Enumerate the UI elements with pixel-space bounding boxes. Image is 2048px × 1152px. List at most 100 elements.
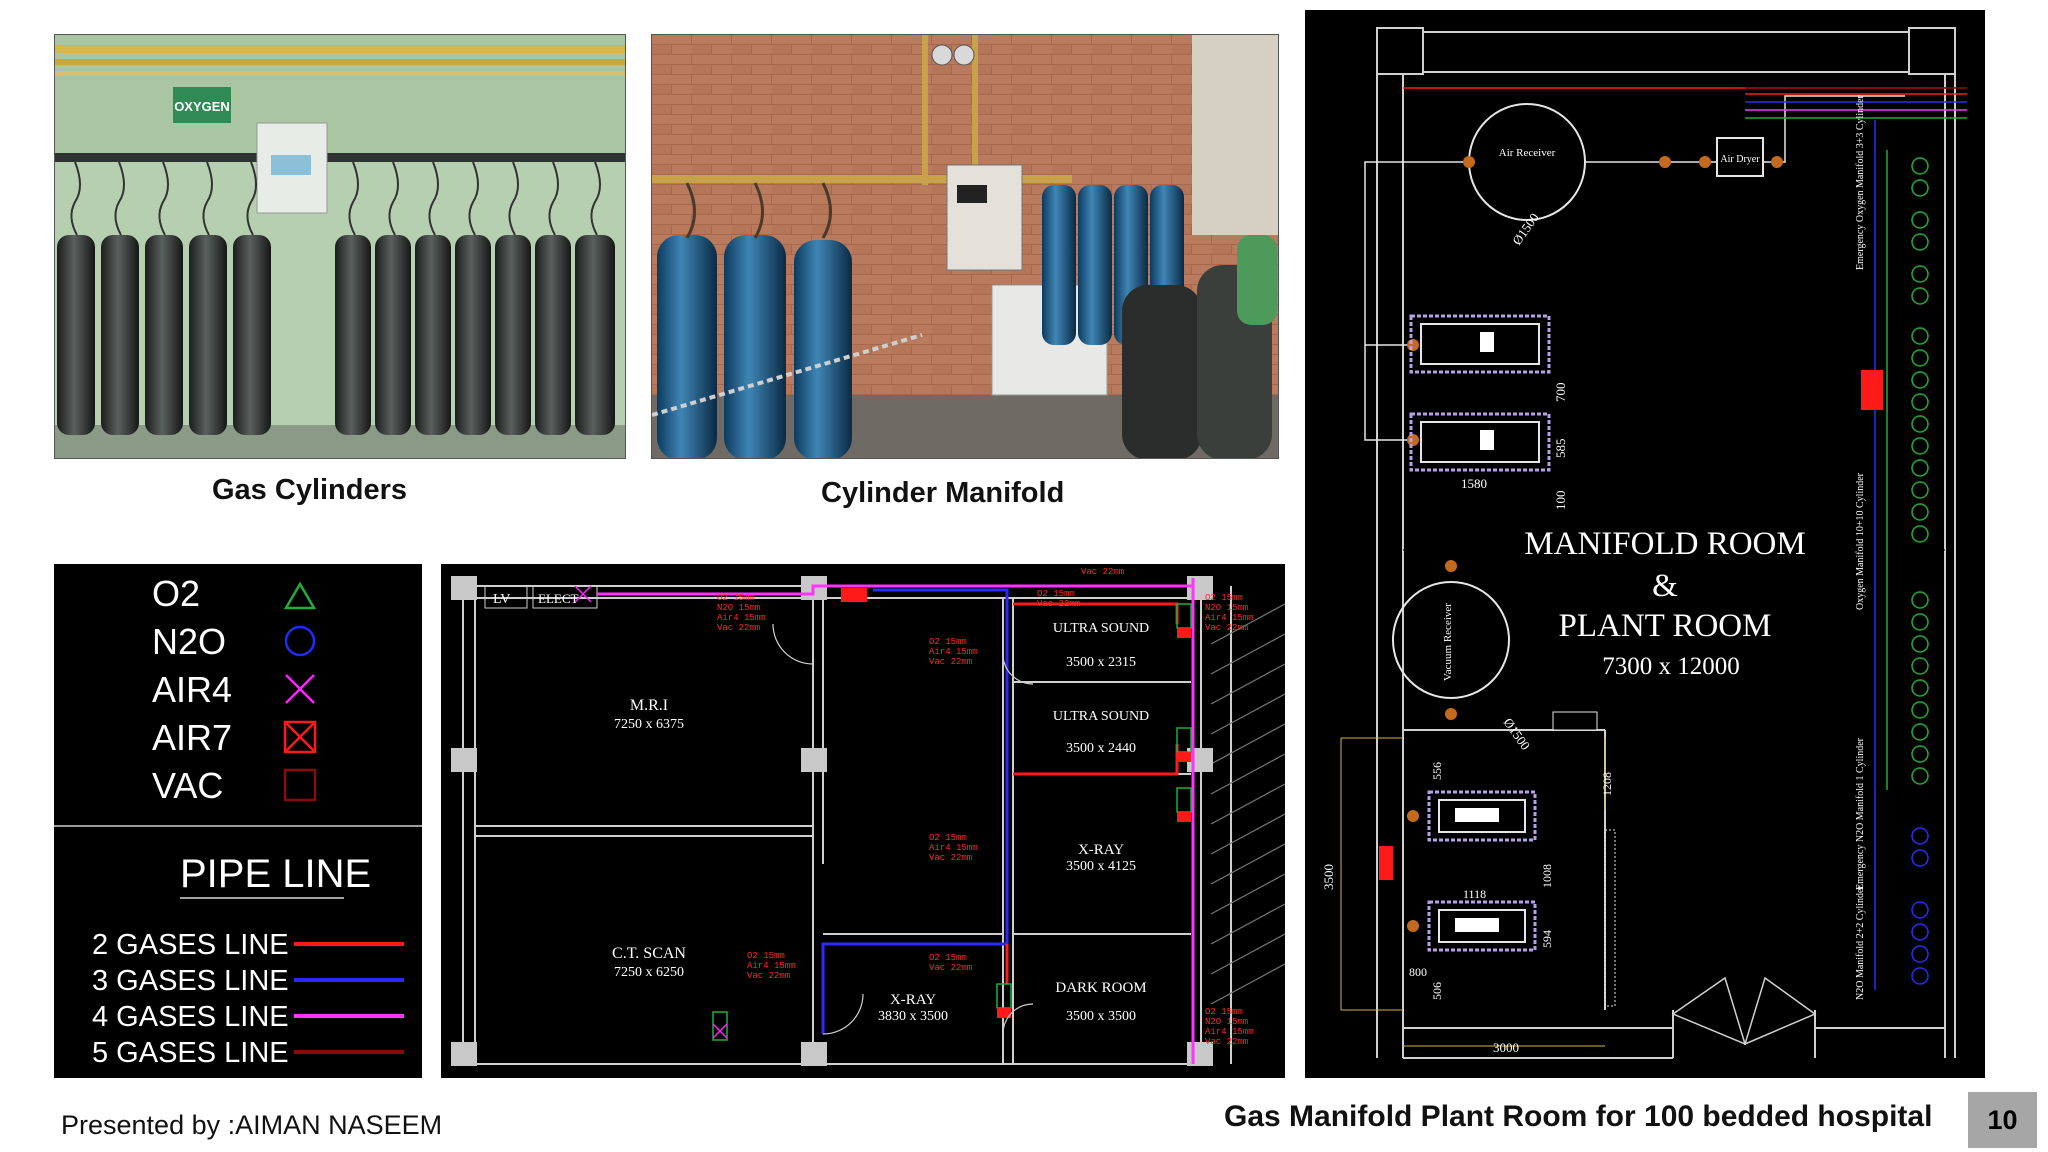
dim-1118: 1118	[1463, 887, 1486, 901]
legend-line-5gases: 5 GASES LINE	[92, 1037, 404, 1069]
legend-label-vac: VAC	[152, 765, 223, 806]
room-name-xray-1: X-RAY	[1078, 842, 1124, 858]
oxygen-sign-text: OXYGEN	[174, 99, 230, 114]
plant-room-title-2: PLANT ROOM	[1558, 608, 1771, 644]
side-label-oxygen-manifold: Oxygen Manifold 10+10 Cylinder	[1855, 472, 1866, 610]
room-size-xray-2: 3830 x 3500	[878, 1009, 948, 1024]
gas-annotation: Air4 15mm	[747, 961, 796, 971]
legend-label-n2o: N2O	[152, 621, 226, 662]
vacuum-receiver-label: Vacuum Receiver	[1442, 603, 1454, 681]
gas-annotation: N2O 15mm	[1205, 603, 1248, 613]
gas-annotation: Vac 22mm	[1037, 599, 1080, 609]
gas-annotation: O2 15mm	[929, 833, 967, 843]
legend-label-air4: AIR4	[152, 669, 232, 710]
gas-annotation: Vac 22mm	[747, 971, 790, 981]
cylinder-manifold-photo	[651, 34, 1279, 459]
legend-line-label: 3 GASES LINE	[92, 965, 289, 997]
gas-annotation: O2 15mm	[1205, 593, 1243, 603]
gas-annotation: Vac 22mm	[1205, 1037, 1248, 1047]
legend-line-3gases: 3 GASES LINE	[92, 965, 404, 997]
legend-gas-n2o: N2O	[152, 621, 316, 662]
dim-800: 800	[1409, 965, 1427, 979]
plant-room-drawing: Air Receiver Ø1500 Air Dryer 1580 700 58…	[1305, 10, 1985, 1078]
gas-annotation: Air4 15mm	[1205, 613, 1254, 623]
gas-annotation: N2O 15mm	[1205, 1017, 1248, 1027]
room-name-mri: M.R.I	[630, 697, 668, 714]
dim-585: 585	[1553, 439, 1568, 459]
dim-3500: 3500	[1321, 864, 1336, 890]
slide-title: Gas Manifold Plant Room for 100 bedded h…	[1224, 1100, 1933, 1133]
legend-line-2gases: 2 GASES LINE	[92, 929, 404, 961]
room-size-ct-scan: 7250 x 6250	[614, 965, 684, 980]
room-size-xray-1: 3500 x 4125	[1066, 859, 1136, 874]
legend-gas-vac: VAC	[152, 765, 317, 806]
room-size-mri: 7250 x 6375	[614, 717, 684, 732]
air-dryer-label: Air Dryer	[1720, 154, 1760, 165]
dim-air-receiver-dia: Ø1500	[1509, 210, 1542, 248]
legend-gas-o2: O2	[152, 573, 317, 614]
room-name-xray-2: X-RAY	[890, 992, 936, 1008]
side-label-n2o-manifold: N2O Manifold 2+2 Cylinder	[1855, 885, 1866, 1000]
lv-label: LV	[493, 592, 510, 607]
gas-annotation: Air4 15mm	[929, 647, 978, 657]
dim-556: 556	[1430, 762, 1444, 780]
legend-gas-air4: AIR4	[152, 669, 315, 710]
cylinder-manifold-caption: Cylinder Manifold	[821, 477, 1065, 509]
legend-line-label: 2 GASES LINE	[92, 929, 289, 961]
plant-room-title-amp: &	[1652, 568, 1678, 604]
gas-annotation: O2 15mm	[1205, 1007, 1243, 1017]
gas-legend: O2 N2O AIR4 AIR7 VAC PIPE LINE	[54, 564, 422, 1078]
gas-annotation: Air4 15mm	[717, 613, 766, 623]
side-label-emergency-n2o: Emergency N2O Manifold 1 Cylinder	[1855, 737, 1866, 890]
dim-100: 100	[1553, 491, 1568, 511]
dim-506: 506	[1430, 982, 1444, 1000]
room-size-ultrasound-1: 3500 x 2315	[1066, 655, 1136, 670]
dim-compressor-width: 1580	[1461, 476, 1487, 491]
gas-annotation: O2 15mm	[717, 593, 755, 603]
gas-annotation: Vac 22mm	[1081, 567, 1124, 577]
dim-1208: 1208	[1600, 772, 1614, 796]
elect-label: ELECT	[538, 591, 578, 606]
page-number-badge: 10	[1968, 1092, 2037, 1148]
circle-icon	[284, 625, 316, 657]
dim-594: 594	[1540, 930, 1554, 948]
square-icon	[283, 768, 317, 802]
pipe-line-title: PIPE LINE	[180, 852, 371, 896]
gas-annotation: Vac 22mm	[929, 853, 972, 863]
dim-vacuum-receiver-dia: Ø1500	[1501, 715, 1534, 753]
legend-line-label: 4 GASES LINE	[92, 1001, 289, 1033]
legend-gas-air7: AIR7	[152, 717, 317, 758]
gas-annotation: Air4 15mm	[1205, 1027, 1254, 1037]
gas-annotation: N2O 15mm	[717, 603, 760, 613]
page-number: 10	[1987, 1104, 2018, 1135]
cross-icon	[285, 674, 315, 704]
gas-annotation: Air4 15mm	[929, 843, 978, 853]
plant-room-size: 7300 x 12000	[1602, 653, 1740, 680]
room-name-ultrasound-2: ULTRA SOUND	[1053, 709, 1149, 724]
room-name-ultrasound-1: ULTRA SOUND	[1053, 621, 1149, 636]
dim-1008: 1008	[1540, 864, 1554, 888]
dim-3000: 3000	[1493, 1040, 1519, 1055]
gas-annotation: Vac 22mm	[929, 963, 972, 973]
room-size-ultrasound-2: 3500 x 2440	[1066, 741, 1136, 756]
presenter-credit: Presented by :AIMAN NASEEM	[61, 1110, 443, 1140]
imaging-floor-plan: LV ELECT M.R.I 7250 x 6375 C.T. SCAN	[441, 564, 1286, 1078]
room-name-dark-room: DARK ROOM	[1055, 980, 1146, 996]
boxed-cross-icon	[283, 720, 317, 754]
legend-line-4gases: 4 GASES LINE	[92, 1001, 404, 1033]
legend-label-air7: AIR7	[152, 717, 232, 758]
gas-annotation: O2 15mm	[929, 953, 967, 963]
plant-room-title-1: MANIFOLD ROOM	[1524, 526, 1805, 562]
room-name-ct-scan: C.T. SCAN	[612, 945, 686, 962]
triangle-icon	[283, 581, 317, 610]
gas-annotation: O2 15mm	[929, 637, 967, 647]
gas-annotation: Vac 22mm	[1205, 623, 1248, 633]
gas-cylinders-photo: OXYGEN	[54, 34, 626, 459]
room-size-dark-room: 3500 x 3500	[1066, 1009, 1136, 1024]
legend-line-label: 5 GASES LINE	[92, 1037, 289, 1069]
dim-700: 700	[1553, 383, 1568, 403]
legend-label-o2: O2	[152, 573, 200, 614]
gas-cylinders-caption: Gas Cylinders	[212, 474, 408, 506]
gas-annotation: O2 15mm	[1037, 589, 1075, 599]
air-receiver-label: Air Receiver	[1499, 147, 1556, 159]
